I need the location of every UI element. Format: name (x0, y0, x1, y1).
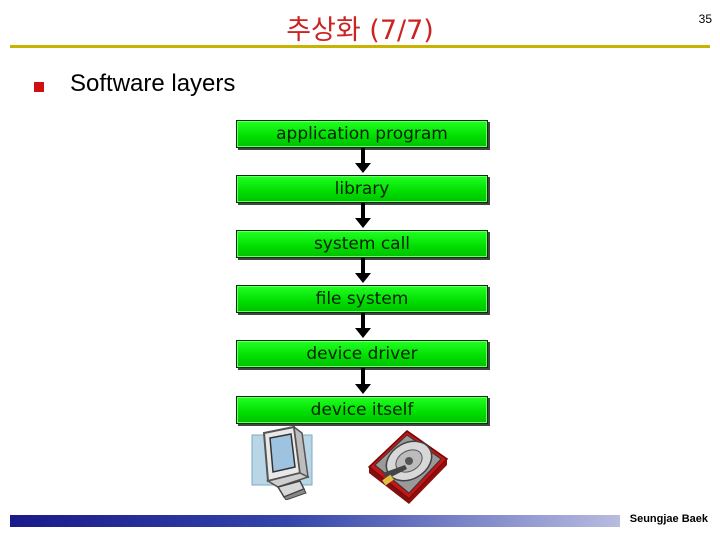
arrow-down-icon (355, 258, 371, 283)
hard-disk-icon (367, 430, 449, 504)
arrow-down-icon (355, 203, 371, 228)
section-heading: Software layers (70, 70, 236, 97)
slide-title: 추상화 (7/7) (286, 15, 434, 46)
layer-application-program: application program (236, 120, 488, 148)
footer-bar (10, 515, 620, 527)
layer-device-itself: device itself (236, 396, 488, 424)
author-name: Seungjae Baek (629, 513, 708, 525)
arrow-down-icon (355, 148, 371, 173)
title-divider (10, 45, 710, 48)
arrow-down-icon (355, 313, 371, 338)
layer-library: library (236, 175, 488, 203)
monitor-icon (251, 425, 313, 500)
layer-system-call: system call (236, 230, 488, 258)
layer-file-system: file system (236, 285, 488, 313)
arrow-down-icon (355, 368, 371, 394)
bullet-icon (34, 82, 44, 92)
page-number: 35 (698, 12, 712, 26)
layer-device-driver: device driver (236, 340, 488, 368)
